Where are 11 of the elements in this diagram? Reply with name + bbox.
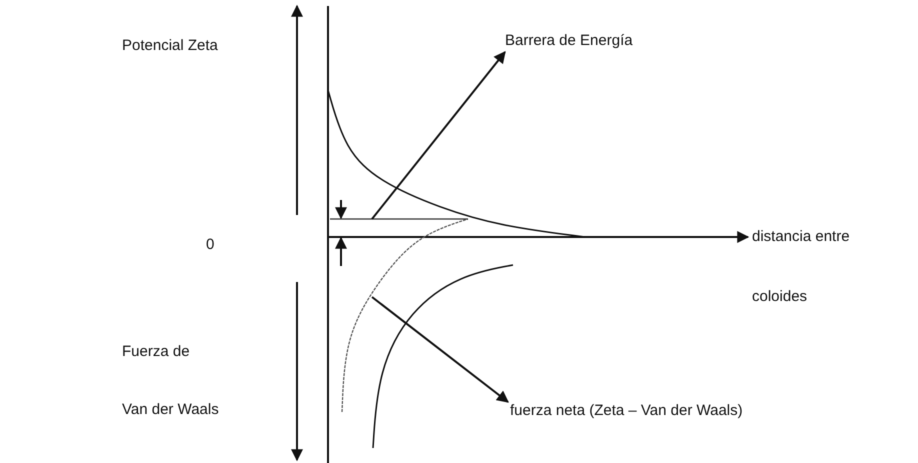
callout-text: fuerza neta (Zeta – Van der Waals) — [510, 402, 743, 420]
callout-text: Barrera de Energía — [505, 32, 633, 50]
axis-label: Fuerza de — [122, 343, 190, 361]
axis-label: distancia entre — [752, 228, 850, 246]
axis-label: Van der Waals — [122, 401, 219, 419]
axis-tick-label: 0 — [206, 236, 214, 254]
energy-barrier-line — [330, 218, 468, 220]
leader-arrow — [371, 296, 509, 403]
leader-arrow — [371, 51, 506, 220]
axis-label: coloides — [752, 288, 808, 306]
axis-label: Potencial Zeta — [122, 37, 218, 55]
